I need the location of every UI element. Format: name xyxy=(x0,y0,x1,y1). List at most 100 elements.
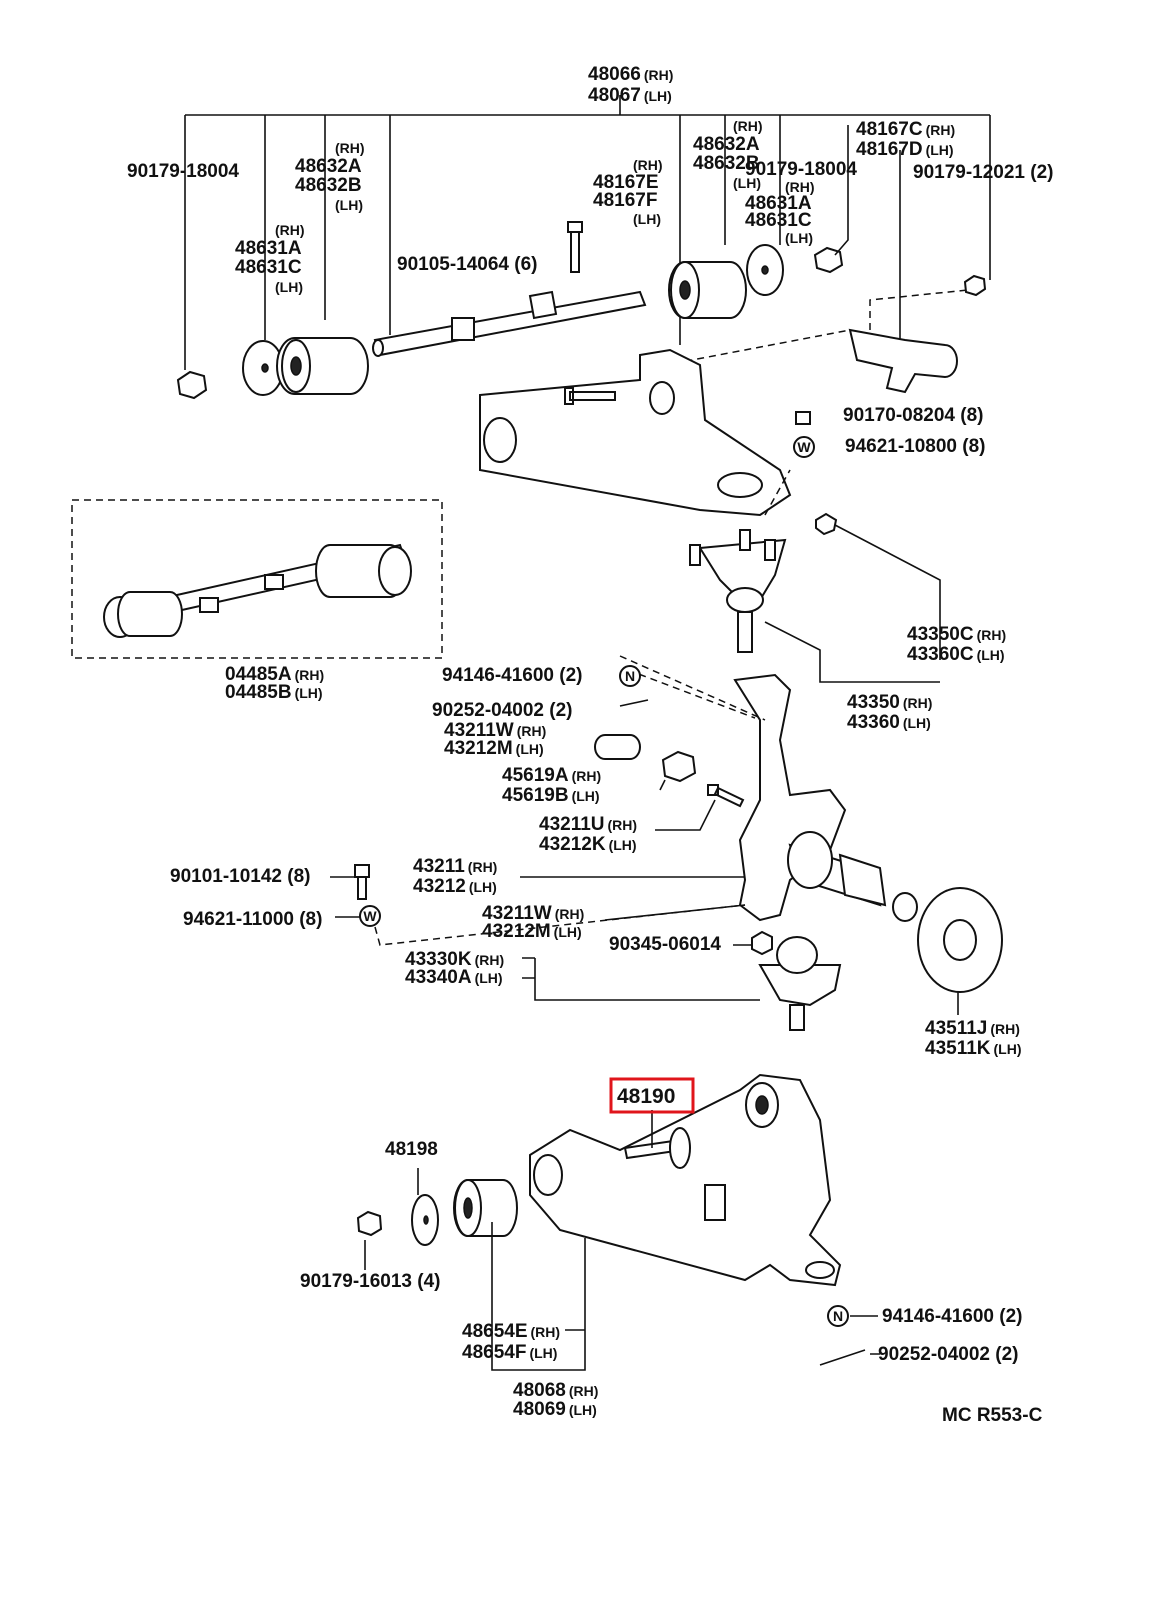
callout-c25-line-0: 90345-06014 xyxy=(609,934,721,955)
bolt-90101-10142[interactable] xyxy=(354,864,370,900)
callout-c33-line-1: 48654F(LH) xyxy=(462,1342,557,1363)
bushing-45619[interactable] xyxy=(661,750,697,783)
upper-arm-shaft-assembly xyxy=(176,95,991,400)
callout-c17-line-0: 90252-04002 (2) xyxy=(432,700,573,721)
callout-c5-line-0: 90105-14064 (6) xyxy=(397,254,538,275)
callout-c19-line-1: 45619B(LH) xyxy=(502,785,600,806)
callout-c19-line-0: 45619A(RH) xyxy=(502,765,601,786)
nut-94146-41600-lower[interactable] xyxy=(827,1305,849,1327)
callout-c4-line-0: (RH) xyxy=(275,222,305,238)
callout-c2-line-0: 90179-18004 xyxy=(127,161,239,182)
bracket-48167C[interactable] xyxy=(848,328,958,394)
bolt-upper-arm[interactable] xyxy=(564,387,616,405)
callout-c20-line-0: 43211U(RH) xyxy=(539,814,637,835)
callout-c33-line-0: 48654E(RH) xyxy=(462,1321,560,1342)
highlight-box xyxy=(609,1077,695,1114)
callout-c8-line-3: 48631C xyxy=(745,210,812,231)
callout-c14-line-0: 43350C(RH) xyxy=(907,624,1006,645)
callout-c18-line-0: 43211W(RH) xyxy=(444,720,546,741)
callout-c6-line-0: (RH) xyxy=(633,157,663,173)
callout-c27-line-1: 43511K(LH) xyxy=(925,1038,1022,1059)
callout-c13-line-0: 04485A(RH) xyxy=(225,664,324,685)
ball-joint-43330K[interactable] xyxy=(758,964,842,1007)
callout-c31-line-0: 94146-41600 (2) xyxy=(882,1306,1023,1327)
callout-c6-line-1: 48167E xyxy=(593,172,659,193)
callout-c9-line-0: 48167C(RH) xyxy=(856,119,955,140)
washer-letter-2: W xyxy=(363,908,377,924)
callout-c22-line-0: 43211(RH) xyxy=(413,856,497,877)
lower-ball-joint xyxy=(522,930,842,1031)
bushing-43211W-upper[interactable] xyxy=(594,734,641,760)
callout-c18-line-1: 43212M(LH) xyxy=(444,738,544,759)
callout-c1-line-1: 48067(LH) xyxy=(588,85,672,106)
callout-labels: 48066(RH)48067(LH)90179-18004(RH)48632A4… xyxy=(127,64,1054,1426)
callout-c4-line-2: 48631C xyxy=(235,257,302,278)
callout-c30-line-0: 90179-16013 (4) xyxy=(300,1271,441,1292)
callout-c32-line-0: 90252-04002 (2) xyxy=(878,1344,1019,1365)
upper-arm-body[interactable] xyxy=(479,348,792,517)
nut-90179-12021[interactable] xyxy=(963,274,987,297)
nut-90179-18004-left[interactable] xyxy=(176,370,208,400)
callout-c34-line-1: 48069(LH) xyxy=(513,1399,597,1420)
callout-c8-line-1: (RH) xyxy=(785,179,815,195)
diagram-code: MC R553-C xyxy=(942,1405,1043,1426)
bolt-43211U[interactable] xyxy=(707,784,745,808)
steering-knuckle xyxy=(330,655,1003,1015)
callout-c34-line-0: 48068(RH) xyxy=(513,1380,598,1401)
callout-c26-line-0: 43330K(RH) xyxy=(405,949,504,970)
callout-c3-line-0: (RH) xyxy=(335,140,365,156)
callout-c4-line-1: 48631A xyxy=(235,238,302,259)
callout-c22-line-1: 43212(LH) xyxy=(413,876,497,897)
callout-c9-line-1: 48167D(LH) xyxy=(856,139,954,160)
callout-c14-line-1: 43360C(LH) xyxy=(907,644,1005,665)
upper-control-arm xyxy=(479,348,815,517)
callout-c7-line-3: (LH) xyxy=(733,175,761,191)
callout-c15-line-0: 94146-41600 (2) xyxy=(442,665,583,686)
callout-c6-line-3: (LH) xyxy=(633,211,661,227)
nut-94146-41600-upper[interactable] xyxy=(619,665,641,687)
upper-ball-joint xyxy=(689,512,941,683)
upper-arm-shaft-48167[interactable] xyxy=(373,290,647,357)
callout-c20-line-1: 43212K(LH) xyxy=(539,834,637,855)
callout-c16-line-1: 43360(LH) xyxy=(847,712,931,733)
callout-c24-line-0: 43211W(RH) xyxy=(482,903,584,924)
nut-90170-08204[interactable] xyxy=(795,411,811,425)
callout-c26-line-1: 43340A(LH) xyxy=(405,967,503,988)
bolt-90105-14064[interactable] xyxy=(567,221,583,273)
washer-94621-10800[interactable] xyxy=(793,436,815,458)
nut-letter-3: N xyxy=(833,1308,843,1324)
callout-c11-line-0: 90170-08204 (8) xyxy=(843,405,984,426)
callout-c12-line-0: 94621-10800 (8) xyxy=(845,436,986,457)
callout-c10-line-0: 90179-12021 (2) xyxy=(913,162,1054,183)
callout-c28-line-0: 48190 xyxy=(617,1085,675,1108)
callout-c29-line-0: 48198 xyxy=(385,1139,438,1160)
lower-control-arm xyxy=(356,1073,880,1371)
callout-c23-line-0: 94621-11000 (8) xyxy=(183,909,322,930)
callout-c21-line-0: 90101-10142 (8) xyxy=(170,866,311,887)
callout-c13-line-1: 04485B(LH) xyxy=(225,682,323,703)
bearing-spacer[interactable] xyxy=(892,892,918,922)
callout-c3-line-3: (LH) xyxy=(335,197,363,213)
nut-letter-0: N xyxy=(625,668,635,684)
callout-c8-line-0: 90179-18004 xyxy=(745,159,857,180)
callout-c1-line-0: 48066(RH) xyxy=(588,64,673,85)
nut-90345-06014[interactable] xyxy=(751,930,773,956)
callout-c7-line-1: 48632A xyxy=(693,134,760,155)
nut-90179-16013[interactable] xyxy=(356,1210,383,1237)
callout-c6-line-2: 48167F xyxy=(593,190,657,211)
callout-c4-line-3: (LH) xyxy=(275,279,303,295)
washer-letter-1: W xyxy=(797,439,811,455)
callout-c8-line-4: (LH) xyxy=(785,230,813,246)
callout-c3-line-2: 48632B xyxy=(295,175,362,196)
callout-c16-line-0: 43350(RH) xyxy=(847,692,932,713)
callout-c7-line-2: 48632B xyxy=(693,153,760,174)
alt-shaft-box xyxy=(71,499,443,659)
lower-arm-48068[interactable] xyxy=(529,1073,842,1287)
callout-c8-line-2: 48631A xyxy=(745,193,812,214)
washer-94621-11000[interactable] xyxy=(359,905,381,927)
callout-c27-line-0: 43511J(RH) xyxy=(925,1018,1020,1039)
callout-c7-line-0: (RH) xyxy=(733,118,763,134)
callout-c3-line-1: 48632A xyxy=(295,156,362,177)
callout-c24-line-1: 43212M(LH) xyxy=(482,921,582,942)
